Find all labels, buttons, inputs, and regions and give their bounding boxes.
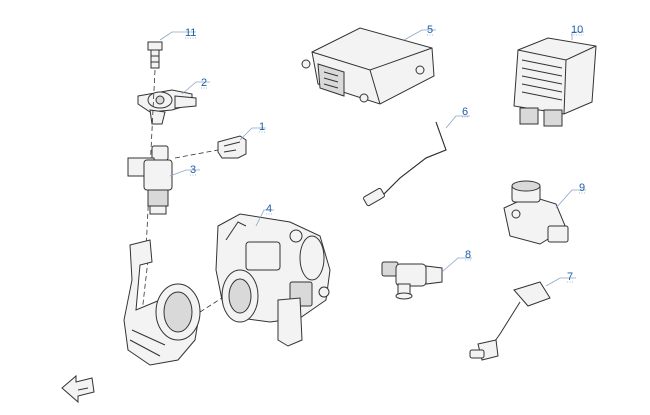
callout-7[interactable]: 7 (567, 271, 573, 283)
callout-1[interactable]: 1 (259, 121, 265, 133)
callout-2[interactable]: 2 (201, 77, 207, 89)
part-1-retaining-clip[interactable] (217, 135, 247, 159)
callout-underlines (185, 34, 586, 283)
part-10-regulator[interactable] (513, 37, 597, 127)
part-11-bolt[interactable] (147, 41, 163, 69)
callout-11[interactable]: 11 (185, 27, 196, 39)
leader-9 (555, 189, 586, 209)
leader-10 (571, 31, 584, 40)
intake-boot[interactable] (123, 239, 201, 366)
callout-3[interactable]: 3 (190, 164, 196, 176)
direction-arrow-icon (61, 374, 95, 404)
callout-10[interactable]: 10 (571, 24, 583, 36)
callout-4[interactable]: 4 (266, 203, 272, 215)
part-4-throttle-body[interactable] (215, 213, 331, 347)
leader-6 (445, 115, 470, 129)
part-5-ecu[interactable] (301, 27, 435, 105)
leader-4 (255, 209, 274, 227)
callout-8[interactable]: 8 (465, 249, 471, 261)
part-7-oxygen-sensor[interactable] (469, 281, 551, 361)
leader-8 (441, 257, 472, 273)
part-2-fuel-rail[interactable] (137, 89, 197, 125)
boot-axis-line (199, 295, 226, 313)
leader-7 (545, 277, 576, 287)
leader-2 (181, 81, 210, 95)
part-3-fuel-injector[interactable] (127, 145, 173, 215)
leader-1 (239, 127, 266, 141)
clip-axis-line (174, 149, 219, 159)
leader-3 (169, 169, 200, 177)
callout-9[interactable]: 9 (579, 182, 585, 194)
part-6-ignition-lead[interactable] (363, 121, 447, 207)
leader-5 (403, 29, 436, 41)
callout-5[interactable]: 5 (427, 24, 433, 36)
callout-6[interactable]: 6 (462, 106, 468, 118)
part-8-pressure-sensor[interactable] (381, 261, 443, 300)
leader-11 (159, 31, 196, 41)
part-9-sensor[interactable] (503, 180, 569, 245)
